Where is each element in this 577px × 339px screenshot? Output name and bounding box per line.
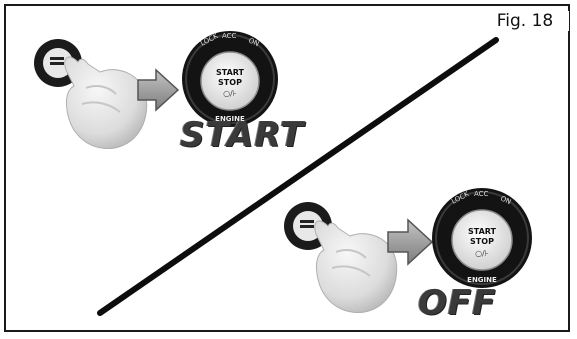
start-switch-label-start: START xyxy=(216,68,245,77)
off-switch-label-stop: STOP xyxy=(470,237,494,246)
off-switch-power-glyph: ○/⊦ xyxy=(475,249,489,258)
start-switch-position-acc: ACC xyxy=(222,32,237,40)
hand-pressing-icon xyxy=(65,57,147,149)
start-switch-power-glyph: ○/⊦ xyxy=(223,89,237,98)
off-switch-label-start: START xyxy=(468,227,497,236)
hand-pressing-icon xyxy=(315,221,397,313)
start-caption: START xyxy=(180,115,304,155)
figure-label: Fig. 18 xyxy=(481,11,569,31)
start-switch-label-stop: STOP xyxy=(218,78,242,87)
off-switch-position-acc: ACC xyxy=(474,190,489,198)
off-caption: OFF xyxy=(418,283,496,323)
